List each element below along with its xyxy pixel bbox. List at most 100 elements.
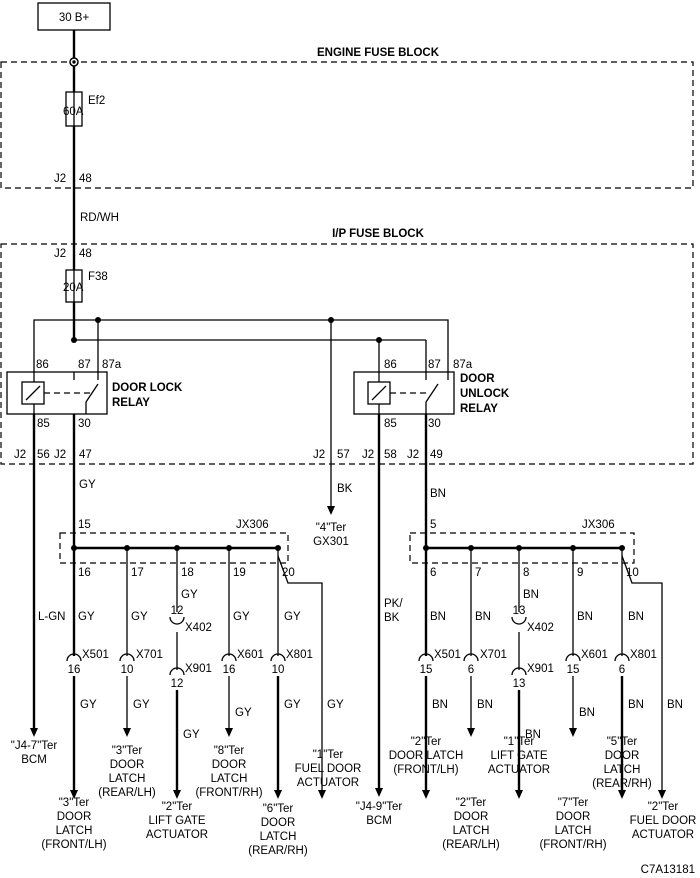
arrow-head (70, 790, 78, 799)
splice-pack-name: JX306 (236, 519, 269, 531)
destination-label: DOOR (454, 811, 489, 823)
splice-pin: 16 (78, 567, 91, 579)
arrow-head (618, 790, 626, 799)
terminal-label: J2 (54, 449, 66, 461)
door-unlock-relay-label-2: UNLOCK (460, 388, 510, 400)
connector-pin: 10 (121, 664, 134, 676)
connector-symbol (511, 616, 527, 625)
destination-label: ACTUATOR (146, 829, 208, 841)
terminal-pin: 57 (337, 449, 350, 461)
wire-color-bk: BK (384, 612, 400, 624)
ground-point-label: GX301 (313, 536, 349, 548)
relay-pin: 30 (428, 418, 441, 430)
splice-pin: 19 (233, 567, 246, 579)
terminal-pin: 48 (79, 248, 92, 260)
connector-label: X901 (527, 663, 554, 675)
connector-pin: 13 (513, 605, 526, 617)
wire-color: BN (430, 611, 446, 623)
destination-label: (FRONT/RH) (195, 787, 262, 799)
figure-id: C7A13181 (641, 864, 695, 876)
terminal-label: J2 (313, 449, 325, 461)
connector-pin: 12 (171, 605, 184, 617)
relay-pin: 87a (102, 359, 122, 371)
relay-pin: 85 (384, 418, 397, 430)
connector-symbol (66, 653, 82, 662)
destination-label: "6"Ter (263, 803, 294, 815)
arrow-head (173, 790, 181, 799)
wire-color: GY (284, 611, 301, 623)
splice-pin: 17 (131, 567, 144, 579)
relay-pin: 86 (36, 359, 49, 371)
connector-pin: 16 (68, 664, 81, 676)
destination-label: LIFT GATE (148, 815, 205, 827)
arrow-head (318, 790, 326, 799)
arrow-head (658, 790, 666, 799)
wire-color: GY (181, 589, 198, 601)
destination-label: (REAR/RH) (248, 845, 308, 857)
terminal-label: J2 (362, 449, 374, 461)
connector-symbol (565, 653, 581, 662)
connector-label: X501 (434, 649, 461, 661)
wire-color: BN (628, 699, 644, 711)
engine-fuse-block-outline (0, 61, 694, 189)
destination-label: ACTUATOR (297, 777, 359, 789)
terminal-pin: 49 (430, 449, 443, 461)
relay-pin: 87 (428, 359, 441, 371)
splice-pin: 7 (475, 567, 481, 579)
terminal-label: J2 (54, 173, 66, 185)
destination-label: "1"Ter (313, 749, 344, 761)
wire-color: BN (525, 729, 541, 741)
splice-pin: 9 (577, 567, 583, 579)
splice-pin: 15 (78, 519, 91, 531)
ip-fuse-block-outline (0, 243, 694, 465)
connector-label: X901 (185, 663, 212, 675)
destination-label: LATCH (260, 831, 297, 843)
wire-color-lgn: L-GN (38, 611, 65, 623)
destination-label: (REAR/LH) (98, 787, 156, 799)
connector-pin: 15 (420, 664, 433, 676)
arrow-head (515, 790, 523, 799)
destination-label: "5"Ter (607, 736, 638, 748)
relay-pin: 87 (78, 359, 91, 371)
destination-label: LATCH (555, 825, 592, 837)
wire-color: GY (327, 699, 344, 711)
connector-pin: 10 (272, 664, 285, 676)
wire-color: GY (284, 699, 301, 711)
destination-label: "1"Ter (504, 736, 535, 748)
connector-label: X402 (185, 622, 212, 634)
destination-label: "8"Ter (214, 745, 245, 757)
destination-label: "2"Ter (411, 736, 442, 748)
wire-color: GY (235, 707, 252, 719)
connector-pin: 6 (468, 664, 474, 676)
fuse-ef2-name: Ef2 (88, 95, 105, 107)
connector-label: X801 (630, 649, 657, 661)
destination-label: DOOR (212, 759, 247, 771)
relay-pin: 86 (384, 359, 397, 371)
connector-label: X801 (286, 649, 313, 661)
wire-color: BN (577, 611, 593, 623)
connector-symbol (119, 653, 135, 662)
destination-label: "2"Ter (648, 801, 679, 813)
connector-symbol (169, 667, 185, 676)
engine-fuse-block-title: ENGINE FUSE BLOCK (317, 47, 440, 59)
terminal-label: J2 (407, 449, 419, 461)
door-unlock-relay-label-3: RELAY (460, 403, 498, 415)
destination-label: LATCH (604, 764, 641, 776)
fuse-f38-rating: 20A (63, 282, 84, 294)
destination-label: (FRONT/LH) (393, 764, 458, 776)
connector-symbol (169, 616, 185, 625)
destination-label: LATCH (211, 773, 248, 785)
destination-label: "7"Ter (558, 797, 589, 809)
connector-symbol (221, 653, 237, 662)
connector-symbol (270, 653, 286, 662)
connector-symbol (511, 667, 527, 676)
splice-pin: 5 (430, 519, 436, 531)
splice-pin: 8 (523, 567, 529, 579)
connector-pin: 15 (567, 664, 580, 676)
wire-color-gy: GY (79, 479, 96, 491)
destination-label: LIFT GATE (490, 750, 547, 762)
wire-color: BN (628, 611, 644, 623)
destination-label: "2"Ter (456, 797, 487, 809)
connector-symbol (463, 653, 479, 662)
connector-pin: 6 (619, 664, 625, 676)
